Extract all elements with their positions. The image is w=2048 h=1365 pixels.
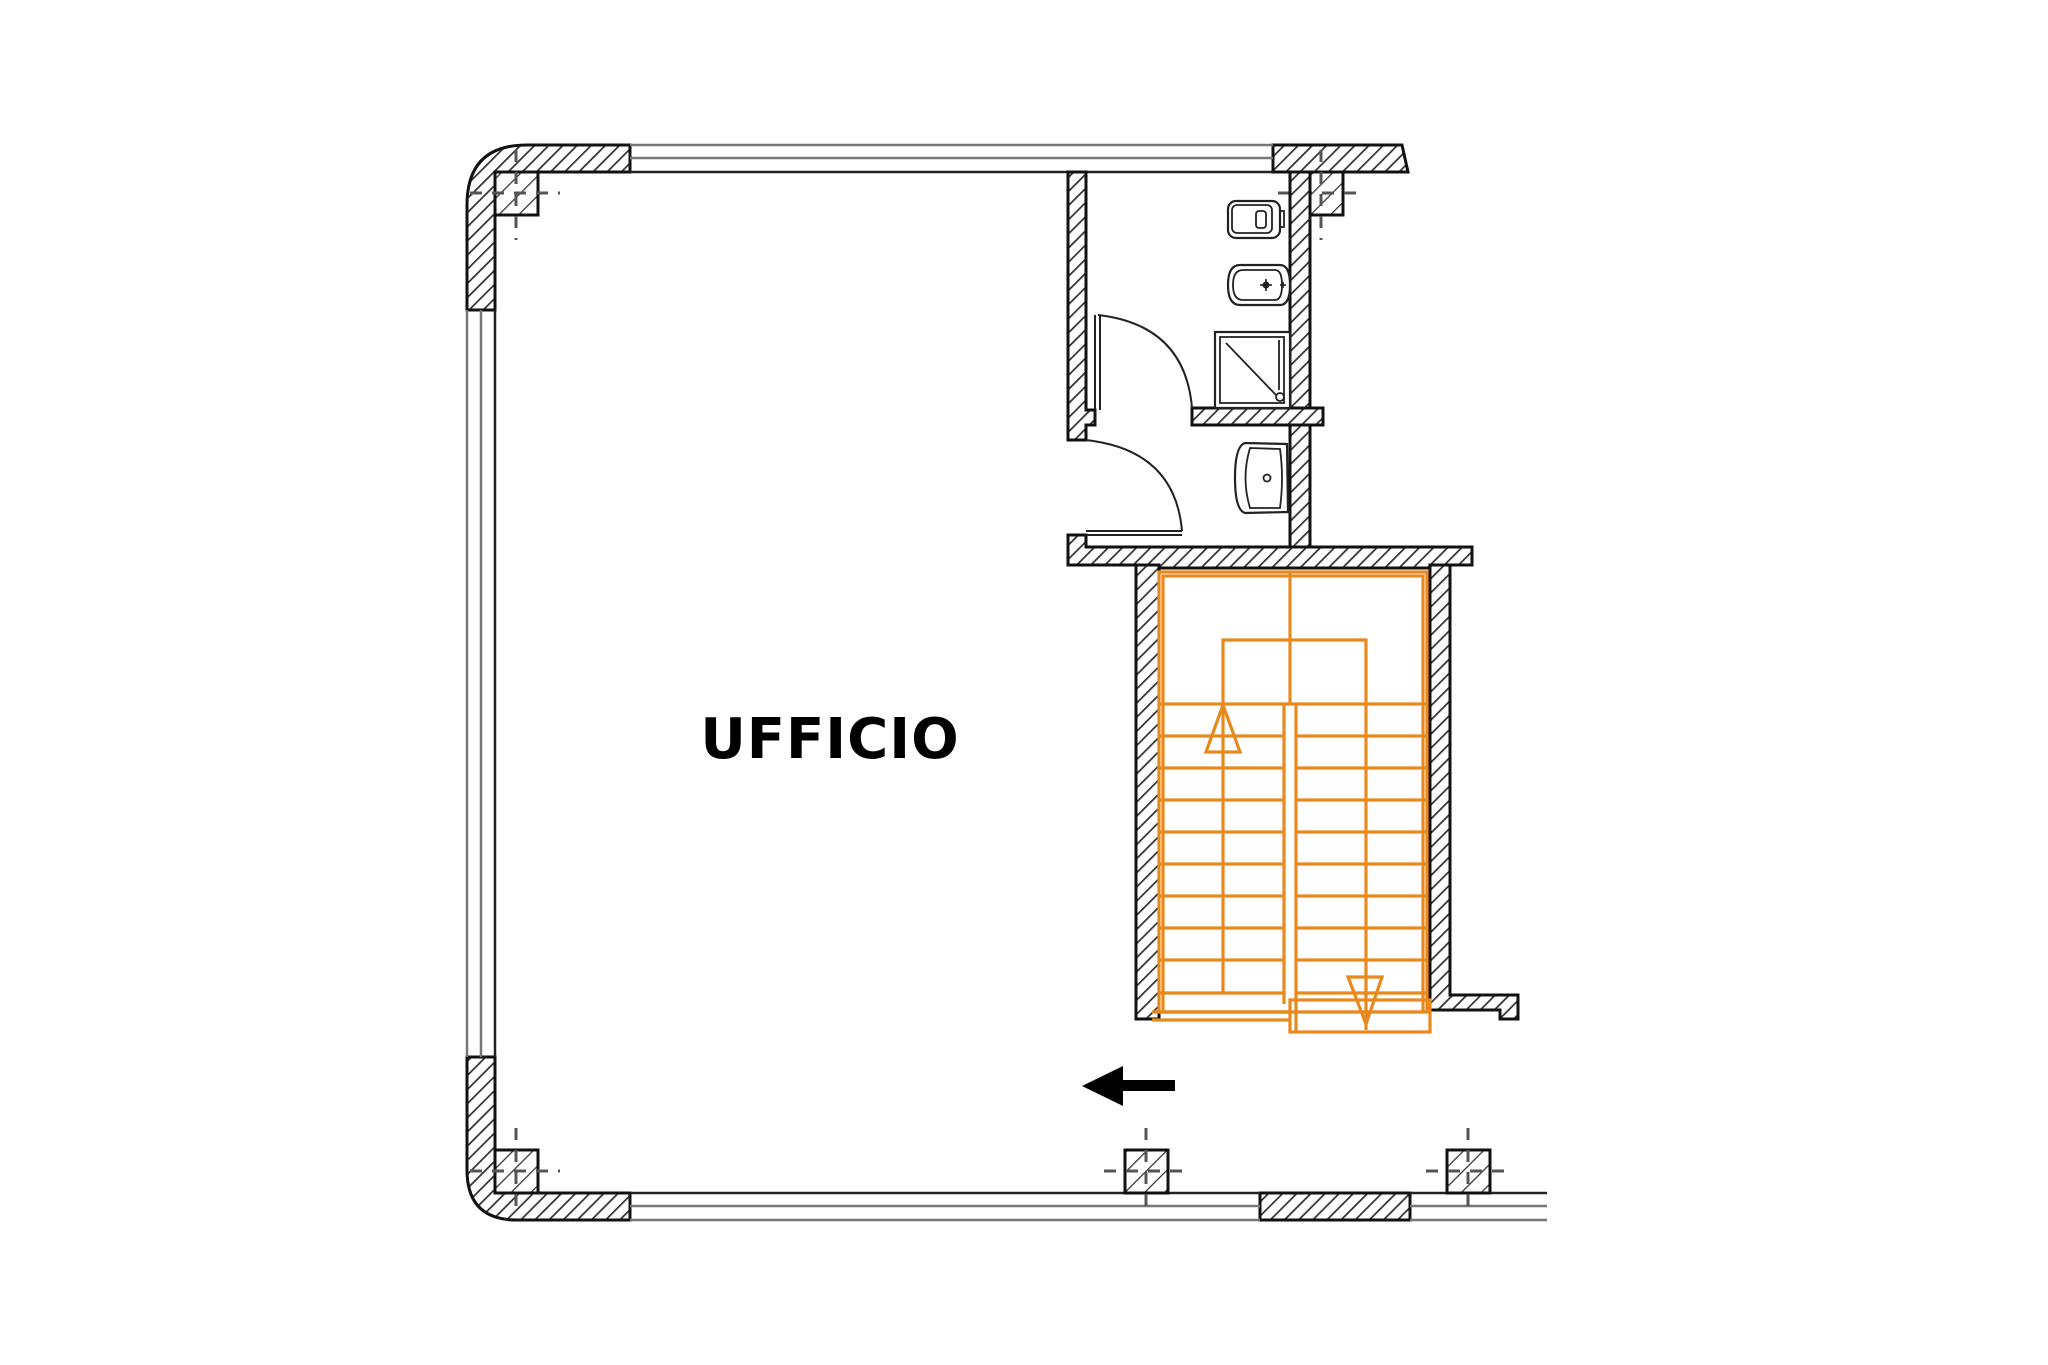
door-bathroom-inner [1094,314,1193,410]
window-top [630,143,1273,174]
bathroom-wall-bottom [1066,533,1474,570]
stairwell-wall-right [1428,563,1520,1021]
wall-top-left-corner [465,143,632,312]
window-bottom-left [630,1191,1260,1222]
window-left [465,310,497,1057]
wall-bottom-left-corner [465,1055,632,1222]
column-bottom-middle [1104,1128,1188,1216]
stair-treads-right [1288,734,1432,1034]
shower-icon [1213,330,1292,410]
column-top-left [470,150,560,240]
outer-walls [465,143,1412,1222]
staircase [1152,570,1432,1034]
stair-up-arrow-icon [1203,700,1243,754]
bidet-icon [1226,263,1292,307]
bathroom-wall-right [1288,170,1312,549]
column-bottom-right [1426,1128,1510,1216]
bathroom-partition [1190,406,1325,427]
windows [465,143,1547,1222]
wall-bottom-middle [1258,1191,1412,1222]
left-arrow-icon [1082,1066,1175,1106]
stairwell-walls [1134,563,1520,1021]
column-bottom-left [470,1128,560,1216]
bathroom [1066,170,1474,570]
stairwell-wall-left [1134,563,1161,1021]
bathroom-wall-left-upper [1066,170,1097,442]
washbasin-icon [1233,441,1290,515]
structural-columns [470,150,1510,1216]
window-bottom-right [1410,1191,1547,1222]
room-label-ufficio: UFFICIO [700,707,960,772]
toilet-icon [1226,199,1285,240]
stair-treads-left [1152,734,1290,1022]
stair-down-arrow-icon [1345,975,1385,1029]
door-bathroom-entry [1085,439,1183,536]
